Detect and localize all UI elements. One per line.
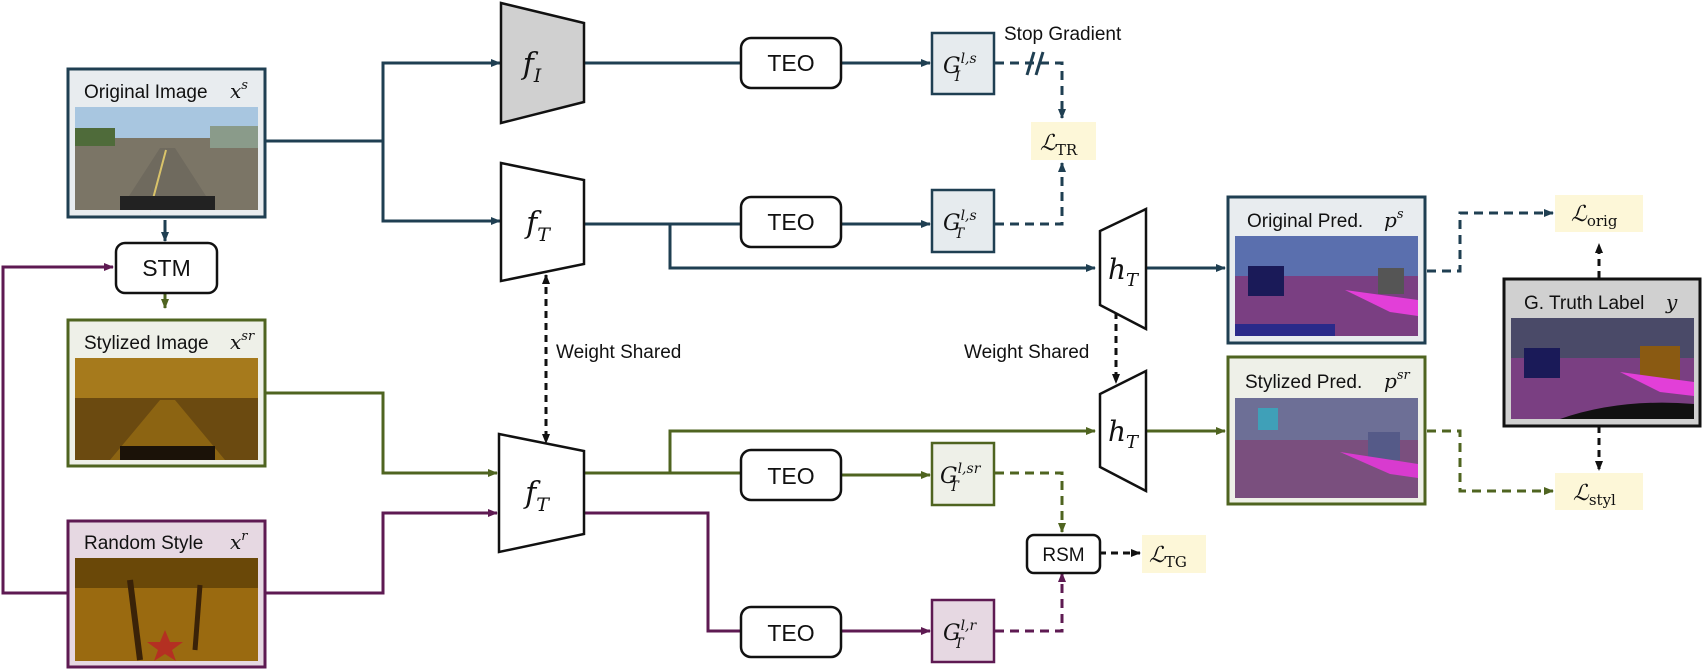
svg-text:TEO: TEO xyxy=(767,209,814,235)
teo-module-4: TEO xyxy=(739,605,843,659)
svg-text:ℒTR: ℒTR xyxy=(1040,131,1078,159)
svg-text:G. Truth Label: G. Truth Label xyxy=(1524,293,1644,314)
svg-text:hT: hT xyxy=(1108,415,1140,453)
encoder-f-i: fI xyxy=(499,1,586,125)
svg-text:ℒorig: ℒorig xyxy=(1571,202,1618,230)
svg-text:psr: psr xyxy=(1384,368,1410,393)
original-image-thumbnail xyxy=(75,107,258,211)
teo-module-2: TEO xyxy=(739,195,843,249)
svg-text:y: y xyxy=(1665,290,1678,314)
svg-text:Gl,rT: Gl,rT xyxy=(943,618,978,652)
svg-text:TEO: TEO xyxy=(767,50,814,76)
svg-text:ℒstyl: ℒstyl xyxy=(1573,481,1616,509)
encoder-f-t-stylized: fT xyxy=(497,432,586,554)
ground-truth-thumbnail xyxy=(1511,318,1694,419)
head-h-t-original: hT xyxy=(1098,207,1148,332)
rsm-module: RSM xyxy=(1025,533,1102,575)
svg-text:hT: hT xyxy=(1108,253,1140,291)
stylized-image-card: Stylized Image xsr xyxy=(66,318,267,468)
random-style-card: Random Style xr xyxy=(66,519,267,669)
original-image-symbol: xs xyxy=(230,78,248,103)
stylized-image-label: Stylized Image xyxy=(84,333,209,354)
svg-text:Gl,sT: Gl,sT xyxy=(943,208,977,242)
original-path-connectors xyxy=(161,59,1554,273)
stm-label: STM xyxy=(142,255,191,281)
random-style-symbol: xr xyxy=(230,529,248,554)
svg-text:TEO: TEO xyxy=(767,463,814,489)
encoder-f-t-original: fT xyxy=(499,161,586,283)
stm-module: STM xyxy=(114,241,219,295)
svg-text:Stylized Pred.: Stylized Pred. xyxy=(1245,372,1362,393)
svg-text:ps: ps xyxy=(1384,207,1404,232)
loss-styl: ℒstyl xyxy=(1555,473,1643,510)
loss-tg: ℒTG xyxy=(1142,535,1206,573)
teo-module-1: TEO xyxy=(739,36,843,90)
weight-shared-encoders: Weight Shared xyxy=(556,342,681,363)
stylized-image-thumbnail xyxy=(75,358,258,460)
stop-gradient-label: Stop Gradient xyxy=(1004,24,1122,45)
svg-text:RSM: RSM xyxy=(1042,545,1084,566)
original-pred-thumbnail xyxy=(1235,236,1418,336)
original-image-card: Original Image xs xyxy=(66,67,267,219)
stylized-pred-thumbnail xyxy=(1235,398,1418,498)
random-style-thumbnail xyxy=(75,558,258,661)
random-style-label: Random Style xyxy=(84,533,203,554)
svg-text:Gl,srT: Gl,srT xyxy=(940,461,982,495)
teo-module-3: TEO xyxy=(739,448,843,502)
stylized-pred-card: Stylized Pred. psr xyxy=(1226,355,1427,506)
svg-text:TEO: TEO xyxy=(767,620,814,646)
svg-text:Original Pred.: Original Pred. xyxy=(1247,211,1363,232)
ground-truth-card: G. Truth Label y xyxy=(1502,277,1702,428)
loss-tr: ℒTR xyxy=(1031,122,1096,160)
stylized-image-symbol: xsr xyxy=(230,329,255,354)
shared-and-gt-connectors xyxy=(542,243,1603,557)
original-pred-card: Original Pred. ps xyxy=(1226,195,1427,345)
weight-shared-heads: Weight Shared xyxy=(964,342,1089,363)
loss-orig: ℒorig xyxy=(1555,195,1643,232)
head-h-t-stylized: hT xyxy=(1098,368,1148,494)
style-path-connectors xyxy=(1,263,1066,635)
original-image-label: Original Image xyxy=(84,82,208,103)
stop-gradient-marks xyxy=(1025,51,1045,76)
svg-text:ℒTG: ℒTG xyxy=(1149,543,1187,571)
svg-text:Gl,sI: Gl,sI xyxy=(943,51,977,85)
